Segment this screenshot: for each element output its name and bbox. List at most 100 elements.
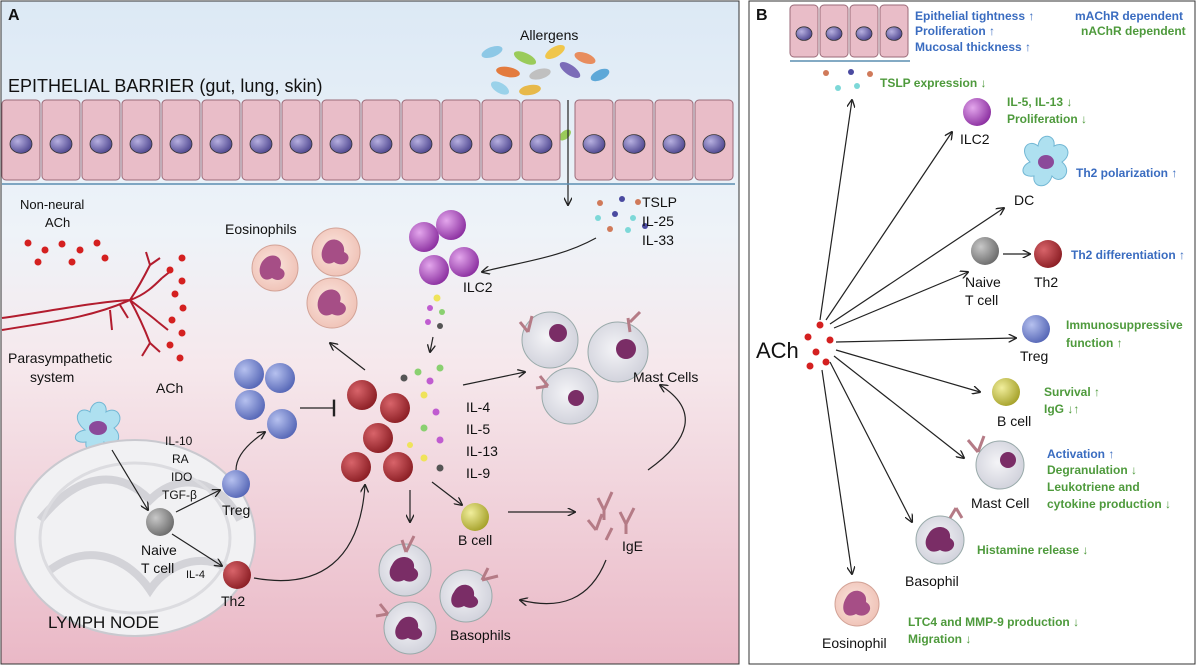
ach-label-b: ACh [756, 338, 799, 363]
eosinophils-label: Eosinophils [225, 221, 297, 237]
parasympathetic-ach-dots [166, 254, 187, 362]
basophil-label-b: Basophil [905, 573, 959, 589]
dc-label-b: DC [1014, 192, 1034, 208]
th2-to-bcell-arrow [431, 481, 462, 505]
ilc2-cytokine-dots [425, 294, 445, 329]
dc-cell-b [1022, 135, 1069, 187]
th2-to-eosinophil-arrow [330, 343, 366, 371]
bcell-effect-2: IgG ↓↑ [1044, 402, 1079, 416]
panel-a: A EPITHELIAL BARRIER (gut, lung, skin) A… [0, 0, 740, 665]
epithelial-nucleus [409, 134, 433, 154]
basophils-label: Basophils [450, 627, 511, 643]
epithelial-nucleus [622, 134, 646, 154]
naive-tcell-a [146, 508, 174, 536]
epithelial-cells-b [789, 4, 910, 62]
treg-effect-1: Immunosuppressive [1066, 318, 1183, 332]
epithelial-nucleus [169, 134, 193, 154]
il4-label: IL-4 [466, 399, 490, 415]
ilc2-to-th2-arrow [430, 336, 433, 352]
epithelial-nucleus [289, 134, 313, 154]
tslp-particles-b [823, 69, 873, 91]
ra-signal: RA [172, 452, 189, 466]
cytokine-to-ilc2-arrow [482, 237, 597, 272]
th2-label-a: Th2 [221, 593, 245, 609]
th2-to-cluster-arrow [253, 485, 365, 582]
epithelial-nucleus [529, 134, 553, 154]
epithelial-nucleus [129, 134, 153, 154]
dc-effect: Th2 polarization ↑ [1076, 166, 1177, 180]
naive-tcell-b [971, 237, 999, 265]
eosinophil-label-b: Eosinophil [822, 635, 887, 651]
epithelial-effect-3: Mucosal thickness ↑ [915, 40, 1031, 54]
treg-signal-list: IL-10 RA IDO TGF-β [162, 434, 197, 502]
naive-to-treg-arrow [175, 490, 220, 513]
naive-to-th2-arrow [171, 533, 222, 566]
lymph-node-label: LYMPH NODE [48, 613, 159, 632]
panel-b-letter: B [756, 7, 768, 24]
epithelial-nucleus [582, 134, 606, 154]
mast-cells-label: Mast Cells [633, 369, 698, 385]
epithelial-nucleus [885, 26, 903, 41]
tcell-label-b: T cell [965, 292, 998, 308]
treg-cell-a [222, 470, 250, 498]
tslp-particles [595, 196, 648, 233]
mast-cells-a [518, 310, 649, 425]
epithelial-barrier [1, 99, 735, 185]
th2-cell-a [223, 561, 251, 589]
eosinophil-b [834, 581, 880, 627]
treg-to-cluster-arrow [235, 432, 265, 471]
treg-label-b: Treg [1020, 348, 1048, 364]
il9-label: IL-9 [466, 465, 490, 481]
panel-a-letter: A [8, 7, 20, 24]
basophil-b [915, 507, 965, 565]
mast-label-b: Mast Cell [971, 495, 1029, 511]
tslp-effect: TSLP expression ↓ [880, 76, 986, 90]
th2-to-mast-arrow [462, 372, 525, 386]
legend-nachr: nAChR dependent [1081, 24, 1186, 38]
parasympathetic-ach-label: ACh [156, 380, 183, 396]
th2-effect: Th2 differentiation ↑ [1071, 248, 1185, 262]
ilc2-cell-b [963, 98, 991, 126]
ilc2-cells [409, 210, 479, 285]
b-cell-b [992, 378, 1020, 406]
il5-label: IL-5 [466, 421, 490, 437]
tgfb-signal: TGF-β [162, 488, 197, 502]
naive-label-a: Naive [141, 542, 177, 558]
non-neural-label: Non-neural [20, 197, 84, 212]
mast-effect-2: Degranulation ↓ [1047, 463, 1137, 477]
ige-to-mast-arrow [647, 385, 686, 471]
parasympathetic-system-label: system [30, 369, 74, 385]
epithelial-nucleus [855, 26, 873, 41]
non-neural-ach-label: ACh [45, 215, 70, 230]
il13-label: IL-13 [466, 443, 498, 459]
ilc2-effect-1: IL-5, IL-13 ↓ [1007, 95, 1072, 109]
ilc2-label: ILC2 [463, 279, 493, 295]
il10-signal: IL-10 [165, 434, 193, 448]
treg-cluster [234, 359, 297, 439]
epithelial-nucleus [9, 134, 33, 154]
panel-b: B Epithelial tightness ↑ Proliferation ↑… [748, 0, 1196, 665]
bcell-effect-1: Survival ↑ [1044, 385, 1100, 399]
th2-label-b: Th2 [1034, 274, 1058, 290]
epithelial-effect-1: Epithelial tightness ↑ [915, 9, 1034, 23]
treg-cell-b [1022, 315, 1050, 343]
b-cell-a [461, 503, 489, 531]
ige-label: IgE [622, 538, 643, 554]
basophil-effect: Histamine release ↓ [977, 543, 1088, 557]
ach-effect-arrows [819, 100, 1016, 574]
parasympathetic-label: Parasympathetic [8, 350, 112, 366]
epithelial-nucleus [825, 26, 843, 41]
allergens-label: Allergens [520, 27, 578, 43]
il4-small-label: IL-4 [186, 569, 205, 581]
eosinophil-cells [251, 227, 361, 329]
b-cell-label-b: B cell [997, 413, 1031, 429]
mast-effect-3: Leukotriene and [1047, 480, 1140, 494]
naive-label-b: Naive [965, 274, 1001, 290]
allergen-particles [481, 45, 610, 141]
epithelial-barrier-title: EPITHELIAL BARRIER (gut, lung, skin) [8, 76, 322, 96]
treg-label-a: Treg [222, 502, 250, 518]
ilc2-effect-2: Proliferation ↓ [1007, 112, 1087, 126]
epithelial-nucleus [449, 134, 473, 154]
dc-cell-a [74, 401, 121, 453]
